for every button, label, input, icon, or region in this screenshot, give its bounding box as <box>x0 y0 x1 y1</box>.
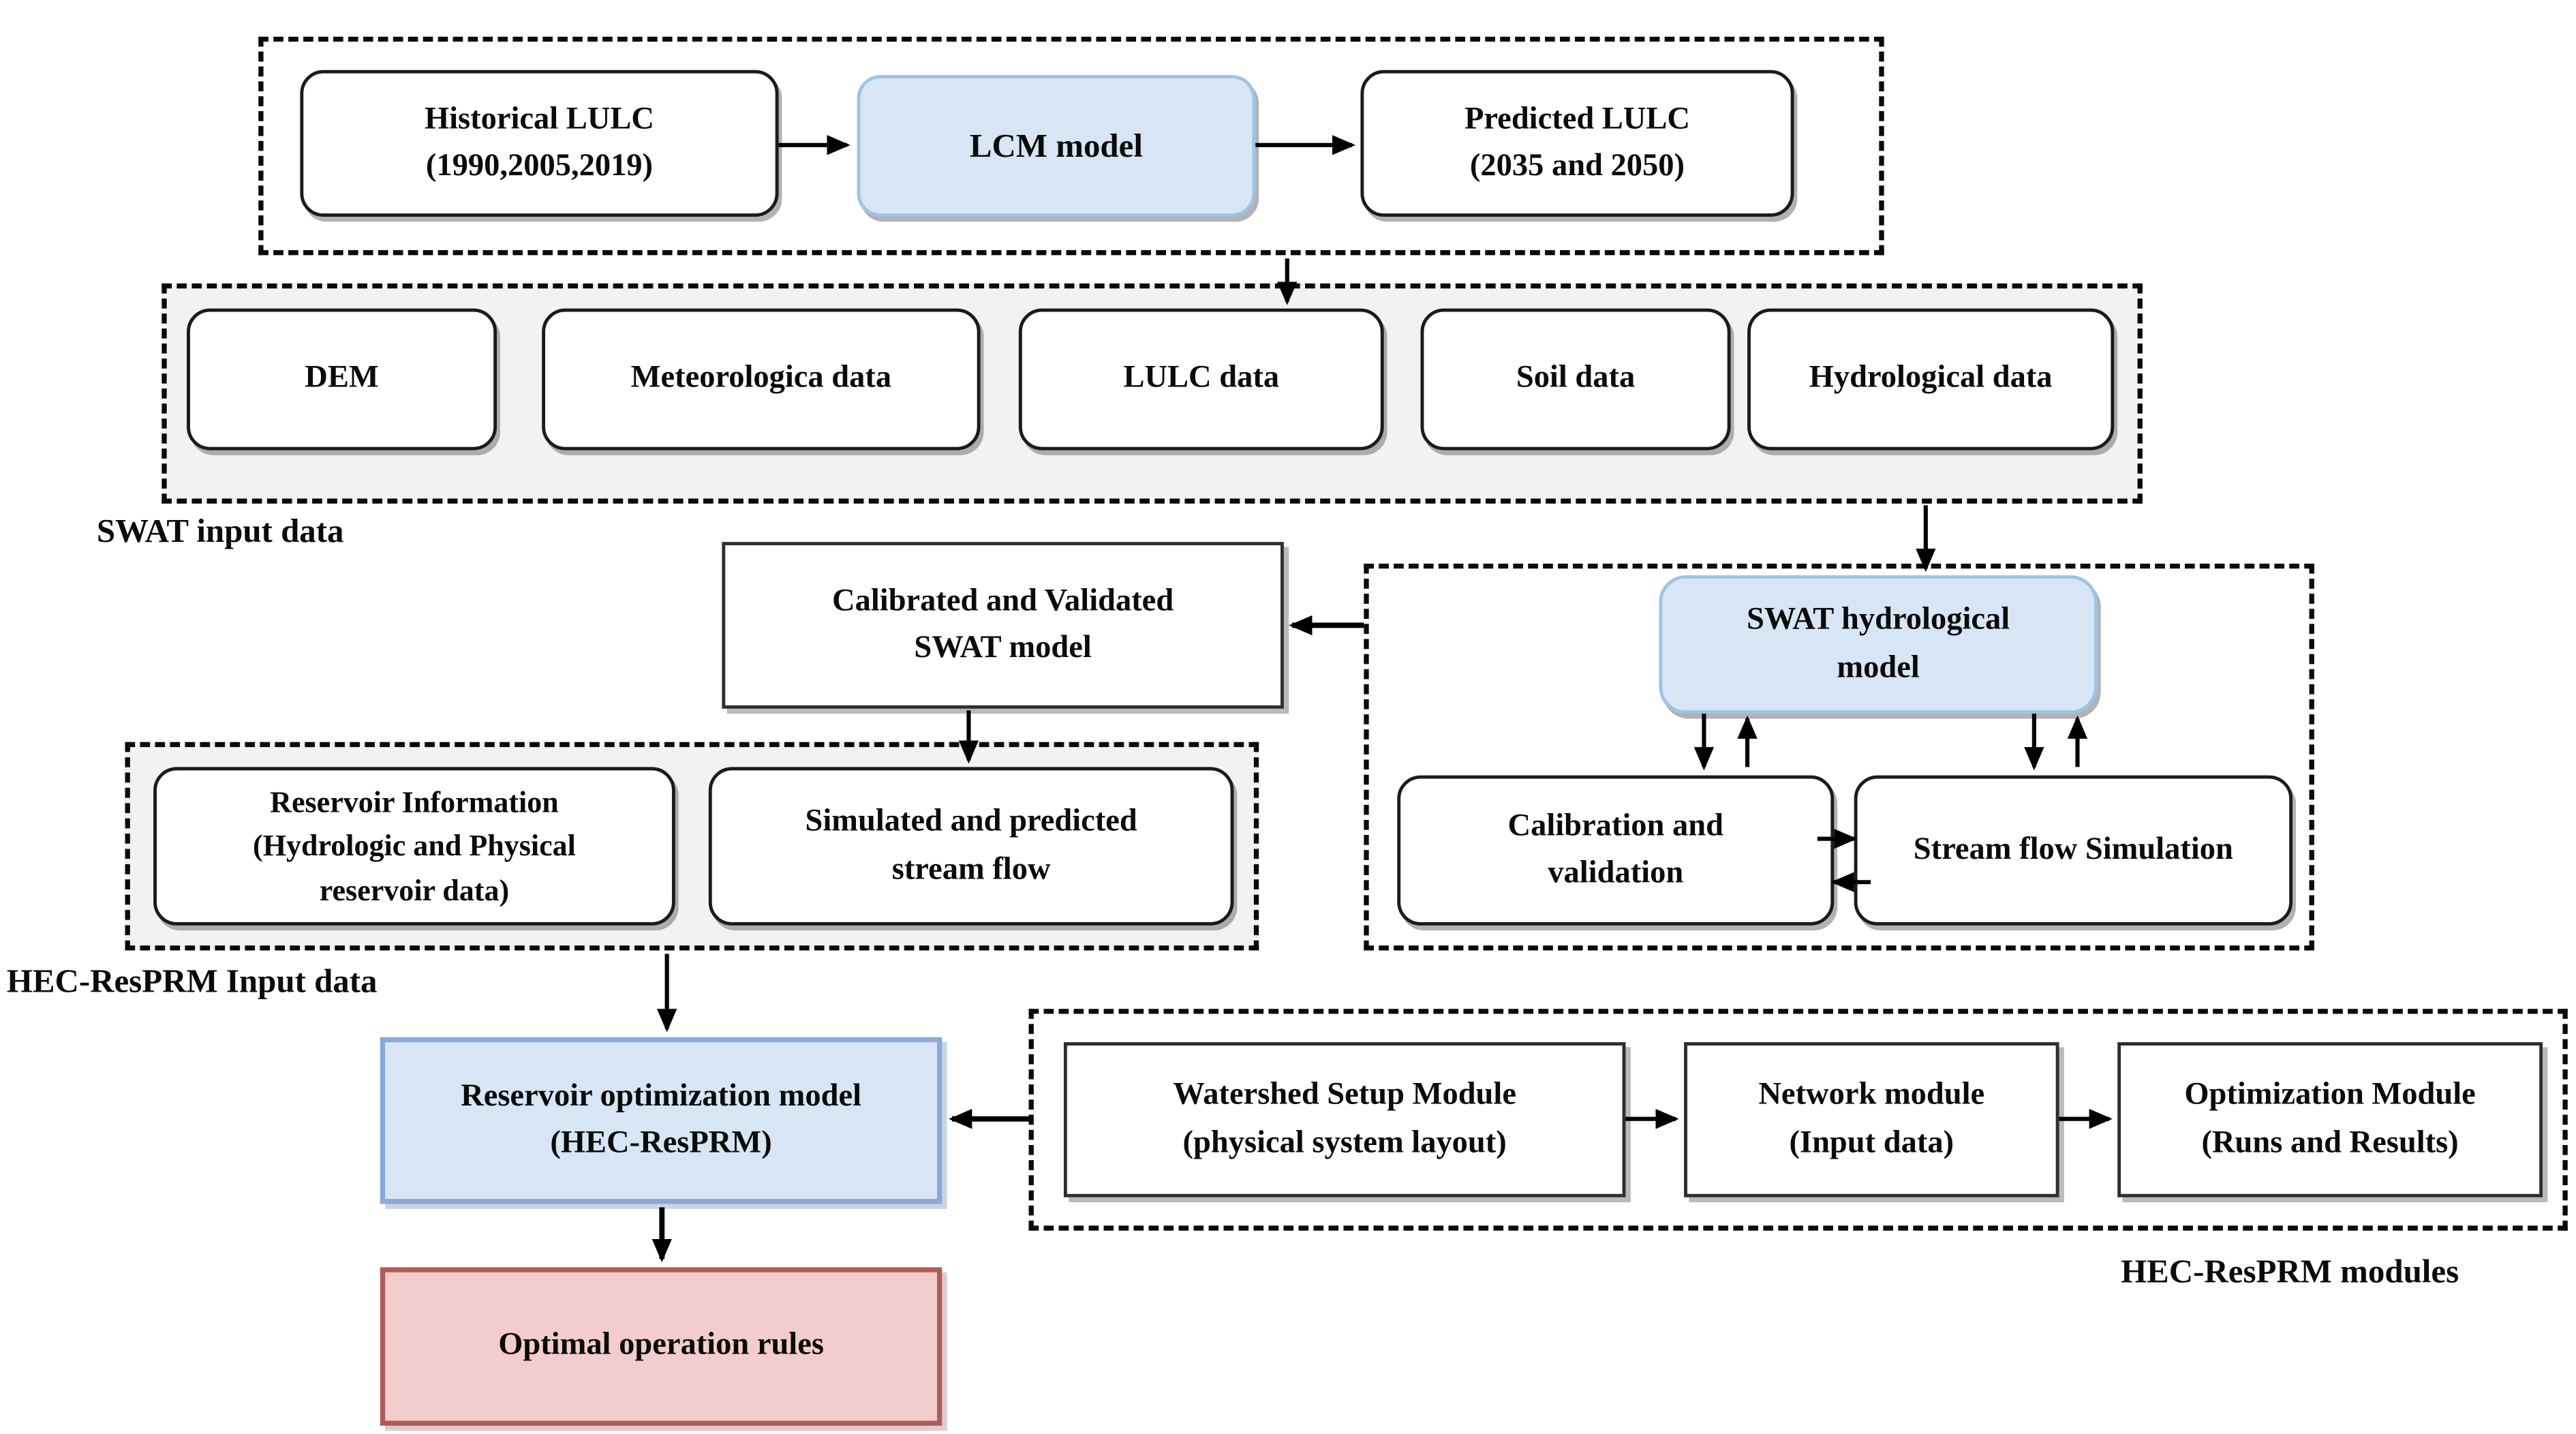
node-streamflow-simulation: Stream flow Simulation <box>1854 775 2293 926</box>
node-reservoir-information: Reservoir Information (Hydrologic and Ph… <box>153 767 675 926</box>
node-optimization-module: Optimization Module (Runs and Results) <box>2117 1042 2543 1197</box>
node-dem-text: DEM <box>305 361 379 396</box>
node-swat-hydrological-model: SWAT hydrological model <box>1659 575 2098 714</box>
node-calibration-validation: Calibration and validation <box>1397 775 1835 926</box>
node-network-module-text: Network module (Input data) <box>1758 1077 1985 1160</box>
node-historical-lulc: Historical LULC (1990,2005,2019) <box>300 70 779 217</box>
node-reservoir-optimization-model-text: Reservoir optimization model (HEC-ResPRM… <box>461 1078 862 1161</box>
node-calibration-validation-text: Calibration and validation <box>1507 808 1723 891</box>
node-calibrated-swat-model: Calibrated and Validated SWAT model <box>722 542 1284 709</box>
node-lulc-data-text: LULC data <box>1123 361 1280 396</box>
node-streamflow-simulation-text: Stream flow Simulation <box>1913 832 2233 867</box>
node-lulc-data: LULC data <box>1018 308 1384 451</box>
node-simulated-streamflow: Simulated and predicted stream flow <box>708 767 1234 926</box>
node-meteorological-data: Meteorologica data <box>542 308 981 451</box>
node-hydrological-data-text: Hydrological data <box>1809 361 2053 396</box>
node-historical-lulc-text: Historical LULC (1990,2005,2019) <box>424 101 654 184</box>
node-meteorological-data-text: Meteorologica data <box>630 361 892 396</box>
node-dem: DEM <box>187 308 497 451</box>
node-network-module: Network module (Input data) <box>1684 1042 2059 1197</box>
node-optimal-operation-rules-text: Optimal operation rules <box>498 1328 824 1363</box>
node-predicted-lulc-text: Predicted LULC (2035 and 2050) <box>1464 101 1690 184</box>
node-lcm-model: LCM model <box>857 75 1256 217</box>
node-lcm-model-text: LCM model <box>969 127 1143 164</box>
node-soil-data: Soil data <box>1420 308 1731 451</box>
node-simulated-streamflow-text: Simulated and predicted stream flow <box>805 804 1137 887</box>
node-swat-hydrological-model-text: SWAT hydrological model <box>1746 602 2010 685</box>
swat-input-data-label: SWAT input data <box>96 513 344 551</box>
node-optimal-operation-rules: Optimal operation rules <box>380 1267 942 1426</box>
node-reservoir-optimization-model: Reservoir optimization model (HEC-ResPRM… <box>380 1037 942 1204</box>
node-calibrated-swat-model-text: Calibrated and Validated SWAT model <box>832 583 1174 666</box>
node-soil-data-text: Soil data <box>1516 361 1636 396</box>
node-hydrological-data: Hydrological data <box>1747 308 2115 451</box>
node-reservoir-information-text: Reservoir Information (Hydrologic and Ph… <box>253 786 576 906</box>
node-optimization-module-text: Optimization Module (Runs and Results) <box>2184 1077 2476 1160</box>
node-watershed-setup-module-text: Watershed Setup Module (physical system … <box>1173 1077 1516 1160</box>
node-watershed-setup-module: Watershed Setup Module (physical system … <box>1063 1042 1626 1197</box>
node-predicted-lulc: Predicted LULC (2035 and 2050) <box>1360 70 1794 217</box>
hec-resprm-modules-label: HEC-ResPRM modules <box>2121 1253 2459 1291</box>
hec-resprm-input-data-label: HEC-ResPRM Input data <box>6 964 378 1001</box>
